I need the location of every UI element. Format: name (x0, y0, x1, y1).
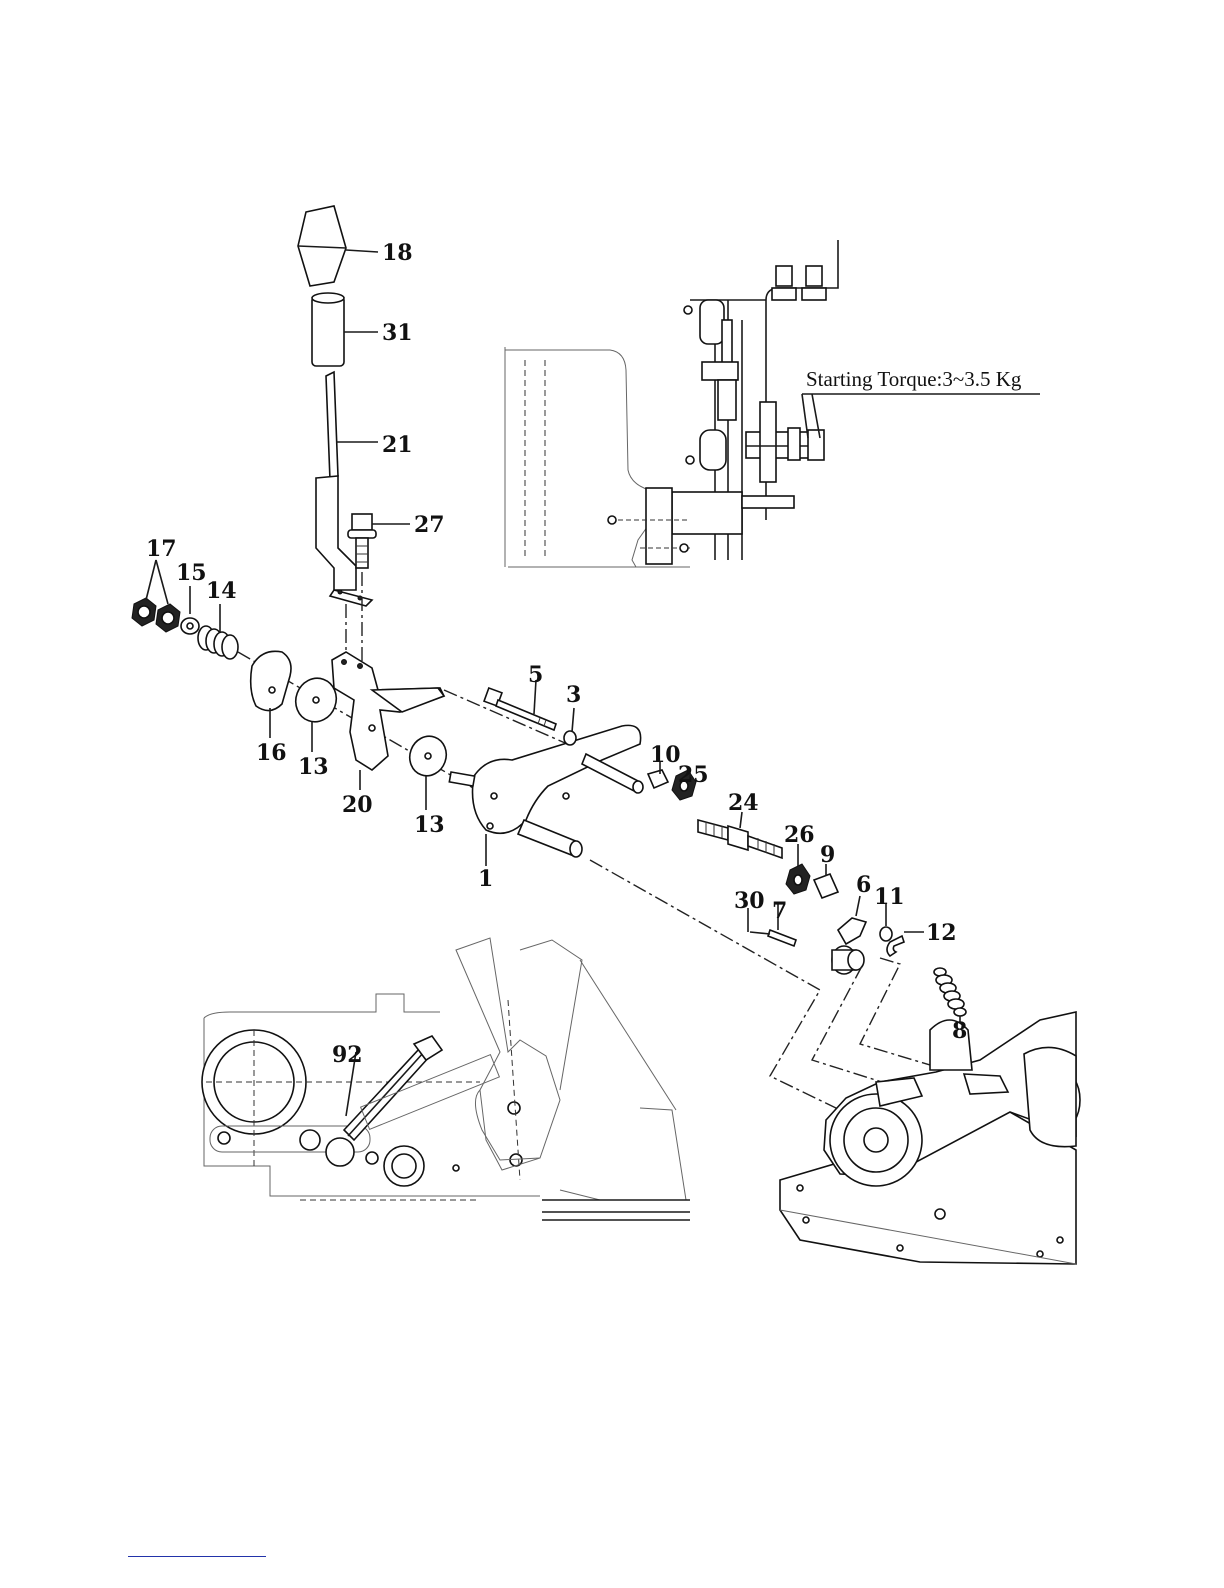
grip-sleeve (312, 293, 378, 366)
part-label-21: 21 (382, 432, 413, 458)
part-label-5: 5 (528, 662, 543, 688)
part-label-3: 3 (566, 682, 581, 708)
starting-torque-note: Starting Torque:3~3.5 Kg (806, 367, 1022, 391)
main-arm-1 (449, 725, 643, 866)
part-label-9: 9 (820, 842, 835, 868)
adjust-screw-24 (698, 812, 782, 858)
disc-13-lower (404, 731, 452, 810)
part-label-11: 11 (874, 884, 905, 910)
inset-assembly-detail: Starting Torque:3~3.5 Kg (505, 240, 1040, 567)
part-label-8: 8 (952, 1018, 967, 1044)
block-9 (814, 864, 838, 898)
part-label-12: 12 (926, 920, 957, 946)
shift-lever (316, 372, 378, 606)
part-label-13-upper: 13 (298, 754, 329, 780)
part-label-18: 18 (382, 240, 413, 266)
washer-3 (564, 708, 576, 745)
part-label-6: 6 (856, 872, 871, 898)
side-view-detail (202, 938, 690, 1220)
part-label-17: 17 (146, 536, 177, 562)
part-label-25: 25 (678, 762, 709, 788)
part-label-10: 10 (650, 742, 681, 768)
part-label-31: 31 (382, 320, 413, 346)
washer-15 (181, 586, 199, 634)
footer-rule (128, 1556, 266, 1557)
nut-26 (786, 844, 810, 894)
part-label-20: 20 (342, 792, 373, 818)
link-6 (832, 896, 866, 974)
part-label-13-lower: 13 (414, 812, 445, 838)
lever-knob (298, 206, 378, 286)
part-label-15: 15 (176, 560, 207, 586)
nut-set-17 (132, 560, 180, 632)
plate-16 (251, 651, 291, 738)
part-label-1: 1 (478, 866, 493, 892)
part-label-92: 92 (332, 1042, 363, 1068)
spring-14 (198, 604, 238, 659)
part-label-27: 27 (414, 512, 445, 538)
part-label-16: 16 (256, 740, 287, 766)
part-label-14: 14 (206, 578, 237, 604)
bolt-27 (348, 514, 410, 568)
housing-casting (780, 1012, 1080, 1264)
part-label-7: 7 (772, 898, 787, 924)
part-label-26: 26 (784, 822, 815, 848)
part-label-24: 24 (728, 790, 759, 816)
part-label-30: 30 (734, 888, 765, 914)
spring-8 (934, 968, 966, 1024)
